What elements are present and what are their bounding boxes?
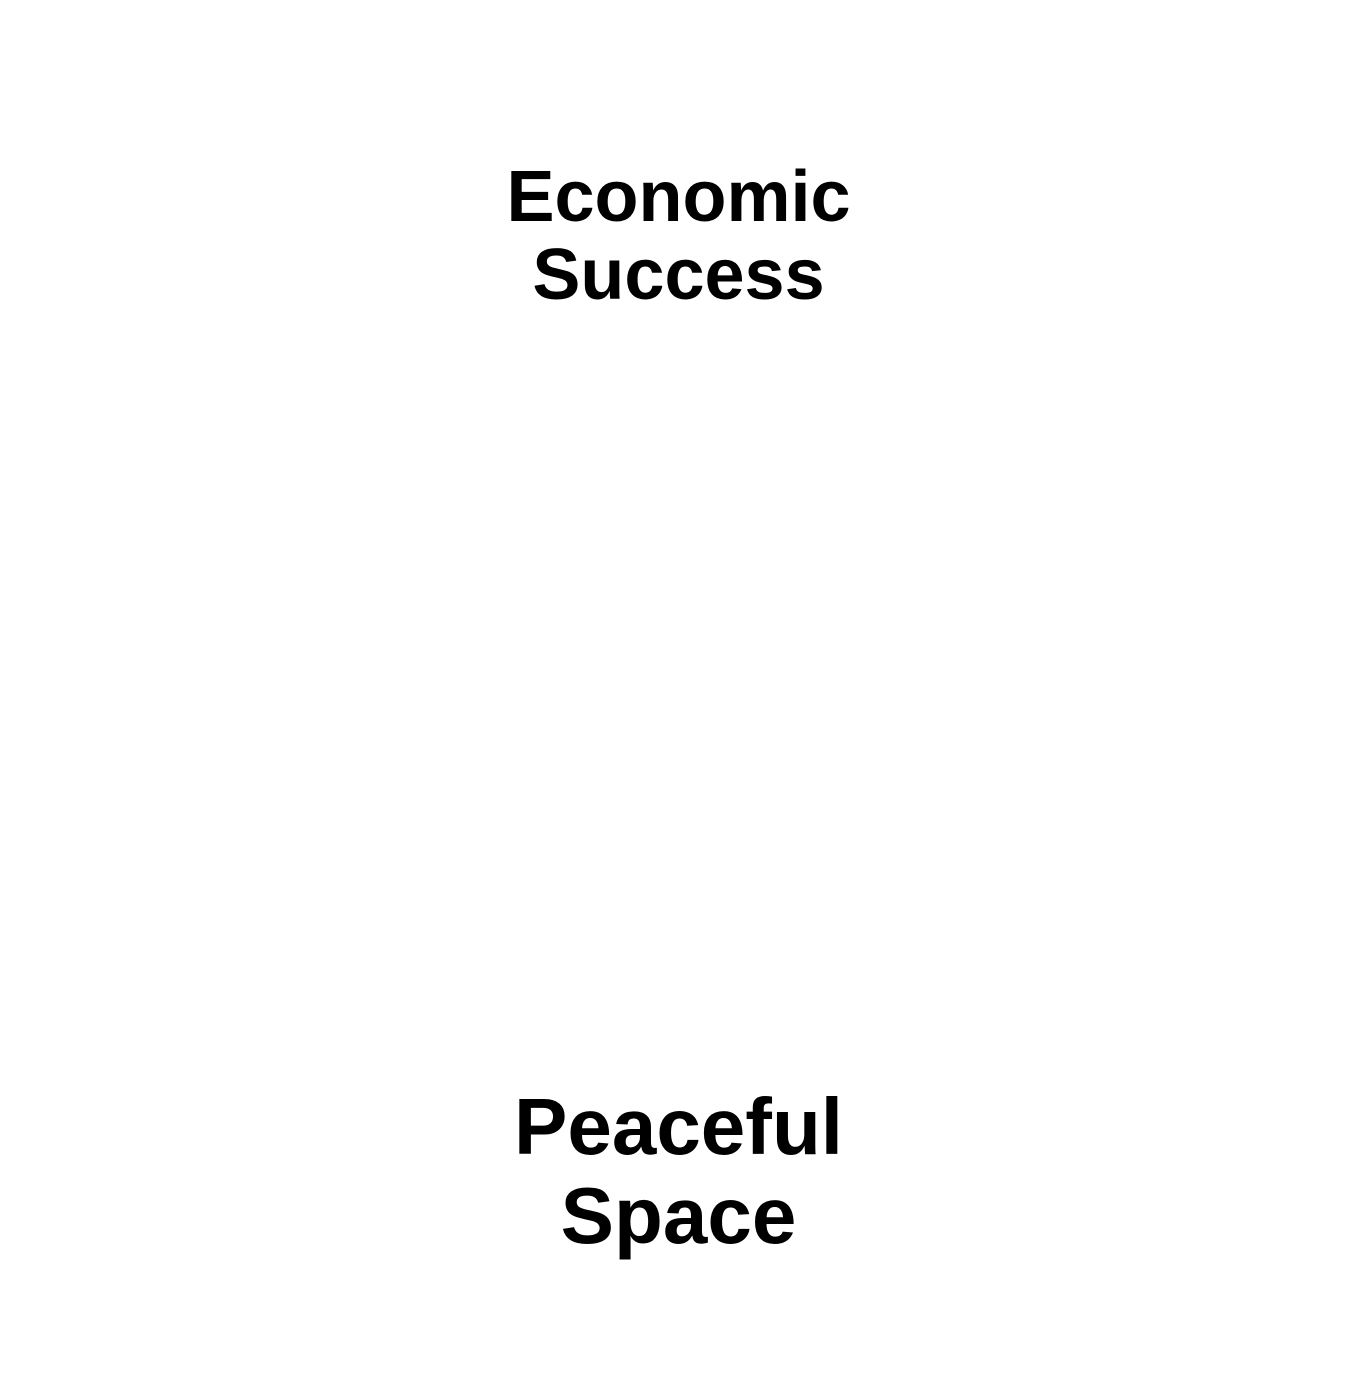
economic-success-line-2: Success [532,235,825,315]
peaceful-space-line-2: Space [560,1171,797,1260]
peaceful-space-line-1: Peaceful [513,1082,844,1171]
economic-success-line-1: Economic [506,157,851,237]
peaceful-space-label: Peaceful Space [0,1082,1351,1260]
economic-success-label: Economic Success [0,158,1351,314]
